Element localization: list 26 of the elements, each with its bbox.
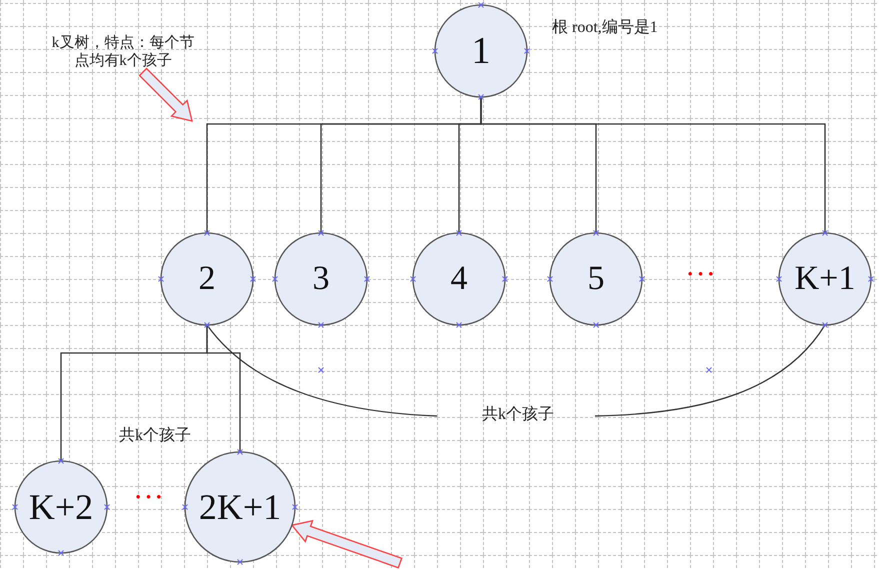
node-number: 4 <box>450 262 468 296</box>
bracket-label: 共k个孩子 <box>119 426 191 446</box>
circle-node <box>271 229 371 329</box>
bracket-label: 共k个孩子 <box>482 405 554 425</box>
node-number: 1 <box>472 32 490 70</box>
node-caption: 根 root,编号是1 <box>552 18 658 38</box>
circle-node <box>409 229 509 329</box>
block-arrow <box>138 68 193 122</box>
node-number: 2 <box>198 262 216 296</box>
node-number: 5 <box>588 262 604 296</box>
block-arrow <box>290 520 403 569</box>
connector-line <box>206 325 241 452</box>
annotation-text: k叉树，特点：每个节点均有k个孩子 <box>46 32 200 72</box>
circle-node <box>775 229 875 329</box>
node-number: 2K+1 <box>198 489 282 525</box>
node-number: K+2 <box>28 489 94 525</box>
circle-node <box>181 448 299 566</box>
ellipsis-dots: ··· <box>134 486 166 508</box>
circle-node <box>11 457 111 557</box>
node-number: 3 <box>312 262 330 296</box>
connector-line <box>480 97 826 233</box>
circle-node <box>546 229 646 329</box>
circle-node <box>157 229 257 329</box>
node-number: K+1 <box>794 262 856 296</box>
ellipsis-dots: ··· <box>686 263 718 285</box>
circle-node <box>431 1 531 101</box>
